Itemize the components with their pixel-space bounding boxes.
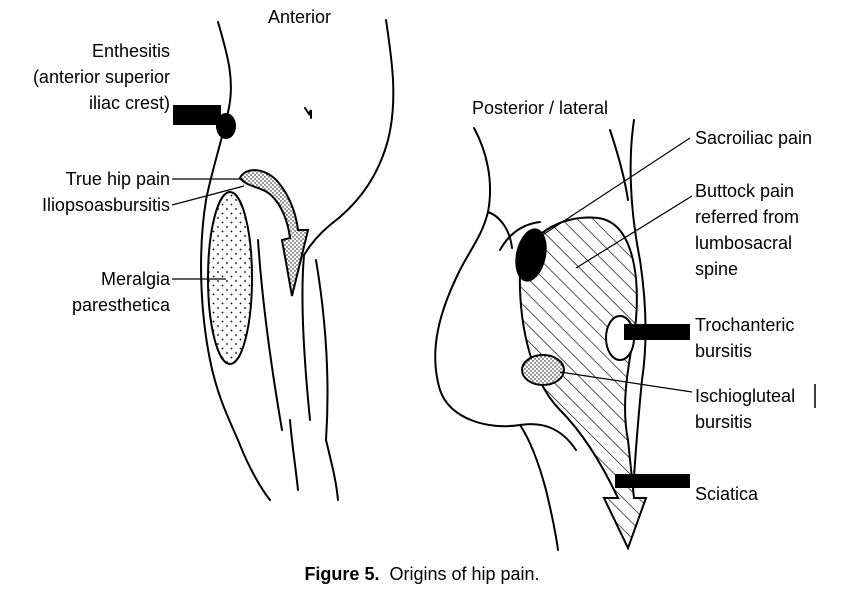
enthesitis-line-3: iliac crest): [88, 93, 170, 113]
trochanteric-bar: [624, 324, 690, 340]
sciatica-label: Sciatica: [695, 484, 759, 504]
posterior-title: Posterior / lateral: [472, 98, 609, 118]
meralgia-line-1: Meralgia: [100, 269, 170, 289]
buttock-line-3: lumbosacral: [695, 233, 793, 253]
caption-text: Origins of hip pain.: [389, 564, 540, 584]
sacroiliac-label: Sacroiliac pain: [695, 128, 813, 148]
iliopsoas-bursitis-label: Iliopsoasbursitis: [41, 195, 170, 215]
meralgia-label: Meralgia paresthetica: [72, 266, 170, 318]
buttock-line-1: Buttock pain: [695, 181, 795, 201]
caption-number: Figure 5.: [304, 564, 380, 584]
buttock-line-4: spine: [695, 259, 739, 279]
sciatica-bar: [615, 474, 690, 488]
ischiogluteal-label: Ischiogluteal bursitis: [695, 383, 795, 435]
enthesitis-line-1: Enthesitis: [91, 41, 170, 61]
buttock-pain-label: Buttock pain referred from lumbosacral s…: [695, 178, 799, 282]
diagram-drawing: [171, 19, 816, 551]
enthesitis-marker-bar: [173, 105, 221, 125]
buttock-pain-region: [518, 216, 648, 551]
ischiogluteal-line-1: Ischiogluteal: [695, 386, 796, 406]
ischiogluteal-line-2: bursitis: [695, 412, 753, 432]
anterior-title: Anterior: [268, 7, 332, 27]
trochanteric-line-1: Trochanteric: [695, 315, 795, 335]
anterior-body-outline: [200, 19, 395, 501]
true-hip-pain-label: True hip pain: [65, 169, 170, 189]
anterior-leader-lines: [171, 178, 245, 280]
trochanteric-label: Trochanteric bursitis: [695, 312, 794, 364]
figure-caption: Figure 5. Origins of hip pain.: [0, 562, 844, 586]
enthesitis-marker-spot: [216, 113, 236, 139]
iliopsoas-arrow: [238, 169, 310, 297]
enthesitis-label: Enthesitis (anterior superior iliac cres…: [33, 38, 170, 116]
buttock-line-2: referred from: [695, 207, 800, 227]
trochanteric-line-2: bursitis: [695, 341, 753, 361]
meralgia-line-2: paresthetica: [71, 295, 170, 315]
posterior-leader-lines: [534, 137, 693, 393]
sacroiliac-marker: [515, 228, 547, 282]
enthesitis-line-2: (anterior superior: [32, 67, 170, 87]
ischiogluteal-marker: [521, 354, 565, 386]
meralgia-region: [207, 191, 253, 365]
